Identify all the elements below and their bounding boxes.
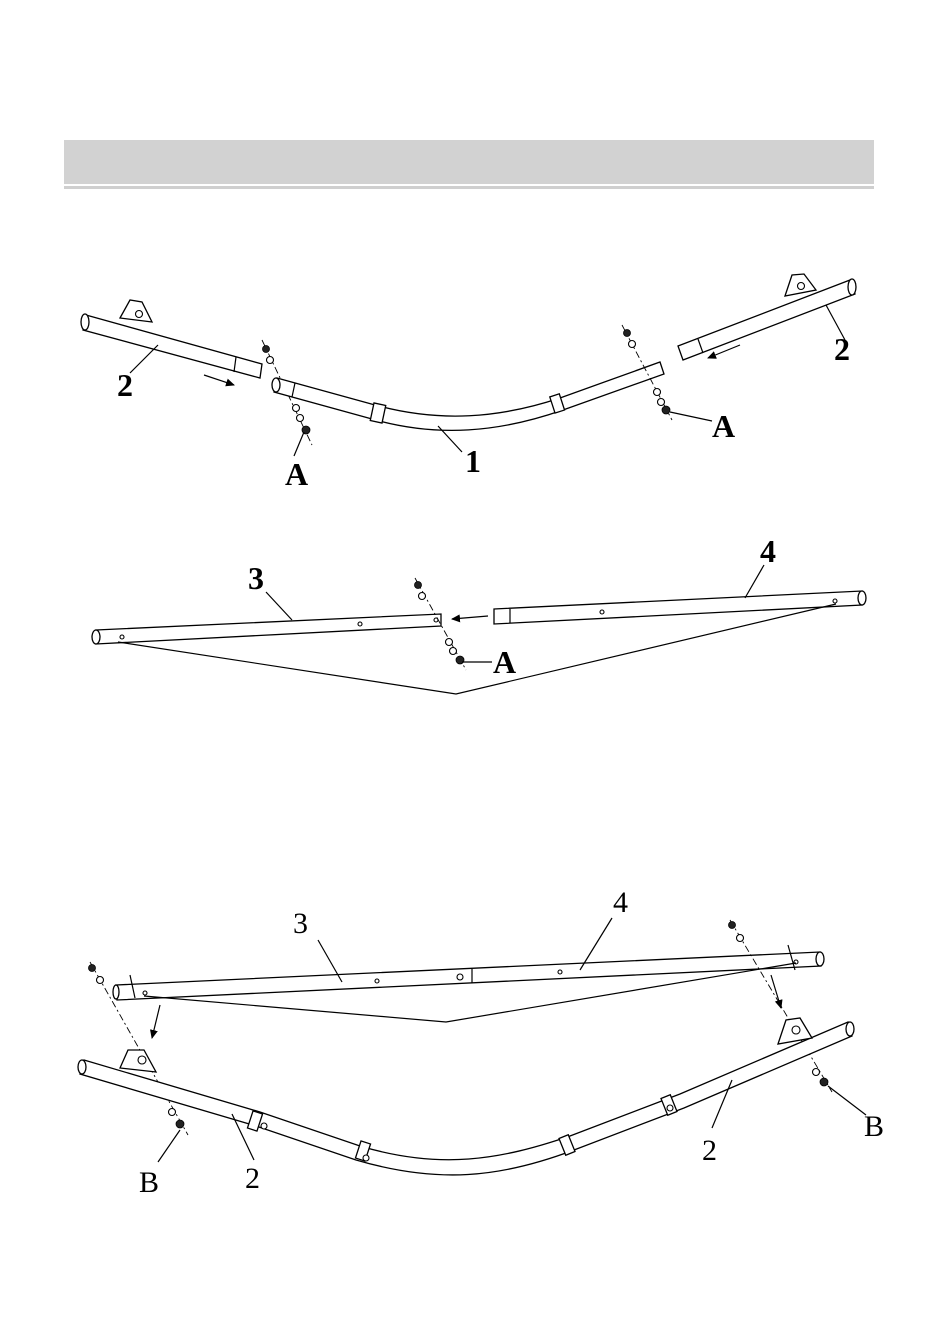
step1-part-right-label: 2 [834,331,850,367]
step2-right-tube [494,591,866,624]
step2-left-tube [92,614,441,644]
step3-diagram [78,918,866,1175]
step1-hardware-left-label: A [285,456,308,492]
step1-left-tube [81,300,262,378]
step1-right-tube [678,274,856,360]
step1-part-center-label: 1 [465,443,481,479]
step3-part-top-right-label: 4 [613,886,628,919]
step3-hardware-right-label: B [864,1110,884,1143]
step2-part-left-label: 3 [248,560,264,596]
step3-part-bottom-left-label: 2 [245,1162,260,1195]
step1-diagram [81,274,856,456]
step3-part-bottom-right-label: 2 [702,1134,717,1167]
step1-center-tube [272,362,664,430]
step3-hardware-left-label: B [139,1166,159,1199]
step2-part-right-label: 4 [760,533,776,569]
step3-bottom-tube [78,1018,854,1175]
step1-part-left-label: 2 [117,367,133,403]
step2-diagram [92,565,866,694]
step3-part-top-left-label: 3 [293,907,308,940]
step1-hardware-right-label: A [712,408,735,444]
step2-hardware-label: A [493,644,516,680]
